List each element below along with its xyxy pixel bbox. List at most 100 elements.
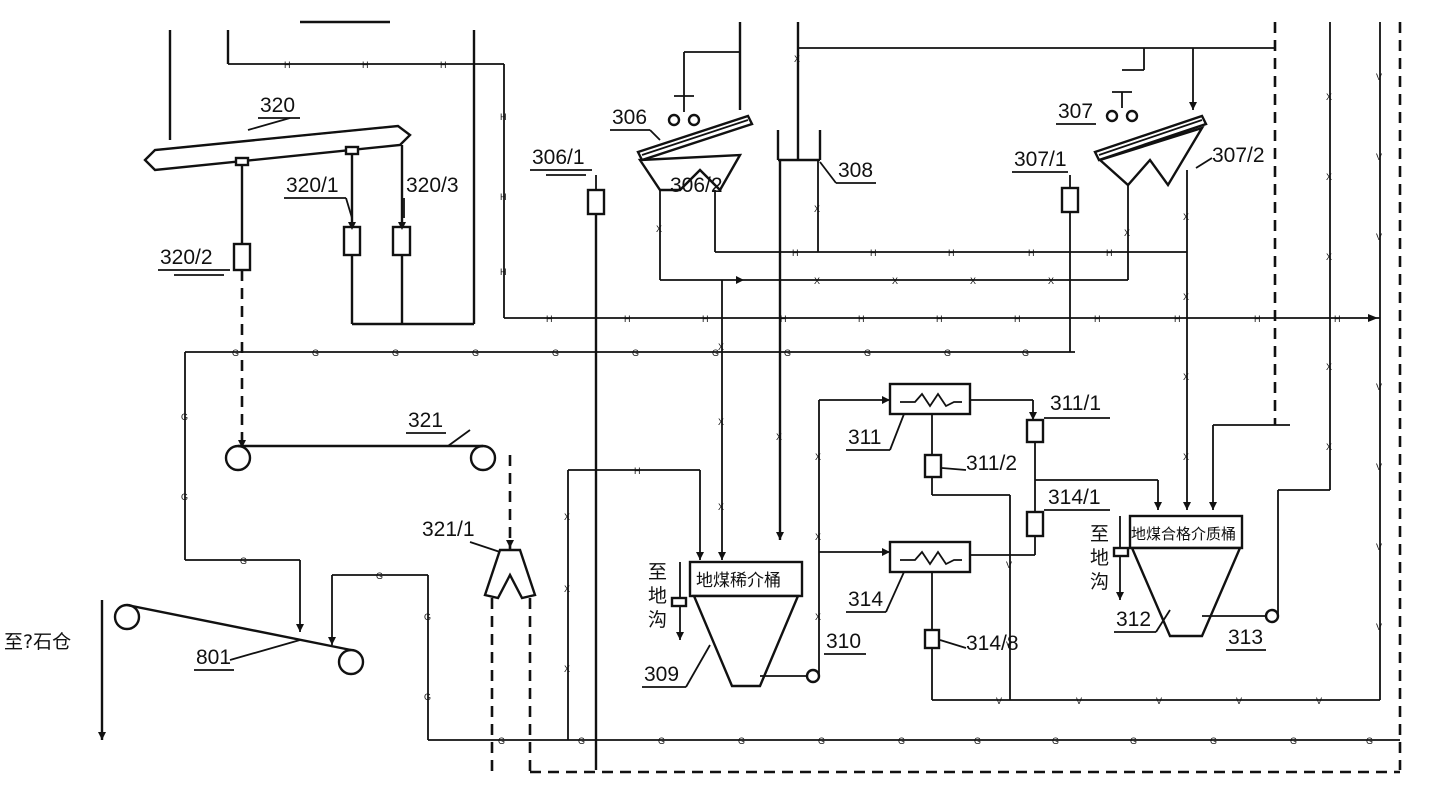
svg-text:H: H [500, 192, 507, 202]
svg-text:G: G [376, 571, 383, 581]
svg-text:H: H [500, 112, 507, 122]
svg-text:G: G [1290, 736, 1297, 746]
trench-char-3: 沟 [648, 609, 667, 631]
svg-text:X: X [892, 276, 898, 286]
svg-text:G: G [974, 736, 981, 746]
belt-321 [224, 429, 497, 472]
svg-text:X: X [564, 584, 570, 594]
svg-text:X: X [815, 532, 821, 542]
svg-text:X: X [1326, 362, 1332, 372]
label-314-8: 314/8 [966, 632, 1019, 655]
screen-320 [143, 117, 412, 172]
label-311-1: 311/1 [1050, 392, 1101, 415]
svg-text:X: X [1124, 228, 1130, 238]
svg-text:H: H [546, 314, 553, 324]
svg-text:H: H [1028, 248, 1035, 258]
tank-312-label: 地煤合格介质桶 [1131, 525, 1236, 543]
label-307-2: 307/2 [1212, 144, 1265, 167]
svg-text:V: V [1376, 622, 1382, 632]
svg-text:X: X [794, 54, 800, 64]
unit-320-2 [232, 242, 252, 272]
svg-text:G: G [232, 348, 239, 358]
label-308: 308 [838, 159, 873, 182]
splitter-321-1 [483, 455, 537, 775]
label-311: 311 [848, 426, 881, 449]
svg-text:G: G [944, 348, 951, 358]
svg-text:X: X [814, 276, 820, 286]
svg-text:X: X [564, 664, 570, 674]
svg-text:X: X [1326, 442, 1332, 452]
svg-text:V: V [1006, 640, 1012, 650]
label-321-1: 321/1 [422, 518, 475, 541]
svg-text:X: X [1326, 92, 1332, 102]
label-320-1: 320/1 [286, 174, 339, 197]
pump-310 [805, 668, 821, 684]
svg-text:H: H [702, 314, 709, 324]
svg-text:G: G [1022, 348, 1029, 358]
svg-text:H: H [624, 314, 631, 324]
svg-text:X: X [970, 276, 976, 286]
svg-text:V: V [1316, 696, 1322, 706]
screen-307 [1093, 48, 1208, 188]
bin-walls [168, 20, 476, 324]
svg-text:G: G [181, 492, 188, 502]
label-307: 307 [1058, 100, 1093, 123]
x-markers: X X X X X X X X X X X X X X X X X X X X … [564, 54, 1332, 674]
svg-text:H: H [948, 248, 955, 258]
svg-text:X: X [1326, 172, 1332, 182]
svg-text:H: H [500, 267, 507, 277]
svg-text:V: V [1156, 696, 1162, 706]
h-markers: H H H H H H H H H H H H H H H H H H H H … [284, 60, 1341, 476]
label-314-1: 314/1 [1048, 486, 1101, 509]
unit-311-2 [923, 453, 943, 479]
separator-314 [888, 540, 972, 574]
svg-text:V: V [1376, 462, 1382, 472]
svg-text:G: G [240, 556, 247, 566]
svg-text:G: G [578, 736, 585, 746]
svg-text:X: X [1048, 276, 1054, 286]
svg-text:G: G [818, 736, 825, 746]
svg-text:G: G [658, 736, 665, 746]
svg-text:G: G [738, 736, 745, 746]
svg-text:X: X [1183, 292, 1189, 302]
tank-312: 地煤合格介质桶 [1128, 514, 1244, 638]
unit-320-3 [391, 225, 412, 257]
svg-text:V: V [1376, 72, 1382, 82]
svg-text:H: H [1014, 314, 1021, 324]
svg-text:X: X [718, 417, 724, 427]
unit-320-1 [342, 225, 362, 257]
svg-text:V: V [1236, 696, 1242, 706]
svg-text:H: H [440, 60, 447, 70]
unit-306-1 [586, 188, 606, 216]
svg-text:G: G [181, 412, 188, 422]
line-g-left [184, 351, 1400, 741]
label-306-1: 306/1 [532, 146, 585, 169]
svg-text:G: G [784, 348, 791, 358]
svg-text:G: G [1366, 736, 1373, 746]
to-gangue-bin-label: 至?石仓 [4, 631, 71, 653]
tank-309: 地煤稀介桶 [688, 560, 804, 688]
svg-text:V: V [1076, 696, 1082, 706]
svg-text:X: X [814, 204, 820, 214]
trench2-char-3: 沟 [1090, 571, 1109, 593]
svg-text:H: H [1094, 314, 1101, 324]
svg-text:H: H [870, 248, 877, 258]
svg-text:H: H [936, 314, 943, 324]
svg-text:H: H [1254, 314, 1261, 324]
svg-text:G: G [424, 612, 431, 622]
svg-text:H: H [858, 314, 865, 324]
svg-text:X: X [815, 452, 821, 462]
cjk-annotations: 至?石仓 至 地 沟 至 地 沟 [4, 523, 1109, 653]
svg-text:X: X [1326, 252, 1332, 262]
svg-text:X: X [1183, 212, 1189, 222]
trench2-char-2: 地 [1090, 547, 1109, 569]
trench2-char-1: 至 [1090, 523, 1109, 545]
svg-text:X: X [776, 432, 782, 442]
label-311-2: 311/2 [966, 452, 1017, 475]
svg-text:G: G [1210, 736, 1217, 746]
equipment-labels: 320 320/1 320/3 320/2 306 306/1 306/2 30… [158, 94, 1266, 688]
svg-text:G: G [632, 348, 639, 358]
trench-char-2: 地 [648, 585, 667, 607]
svg-text:H: H [1174, 314, 1181, 324]
